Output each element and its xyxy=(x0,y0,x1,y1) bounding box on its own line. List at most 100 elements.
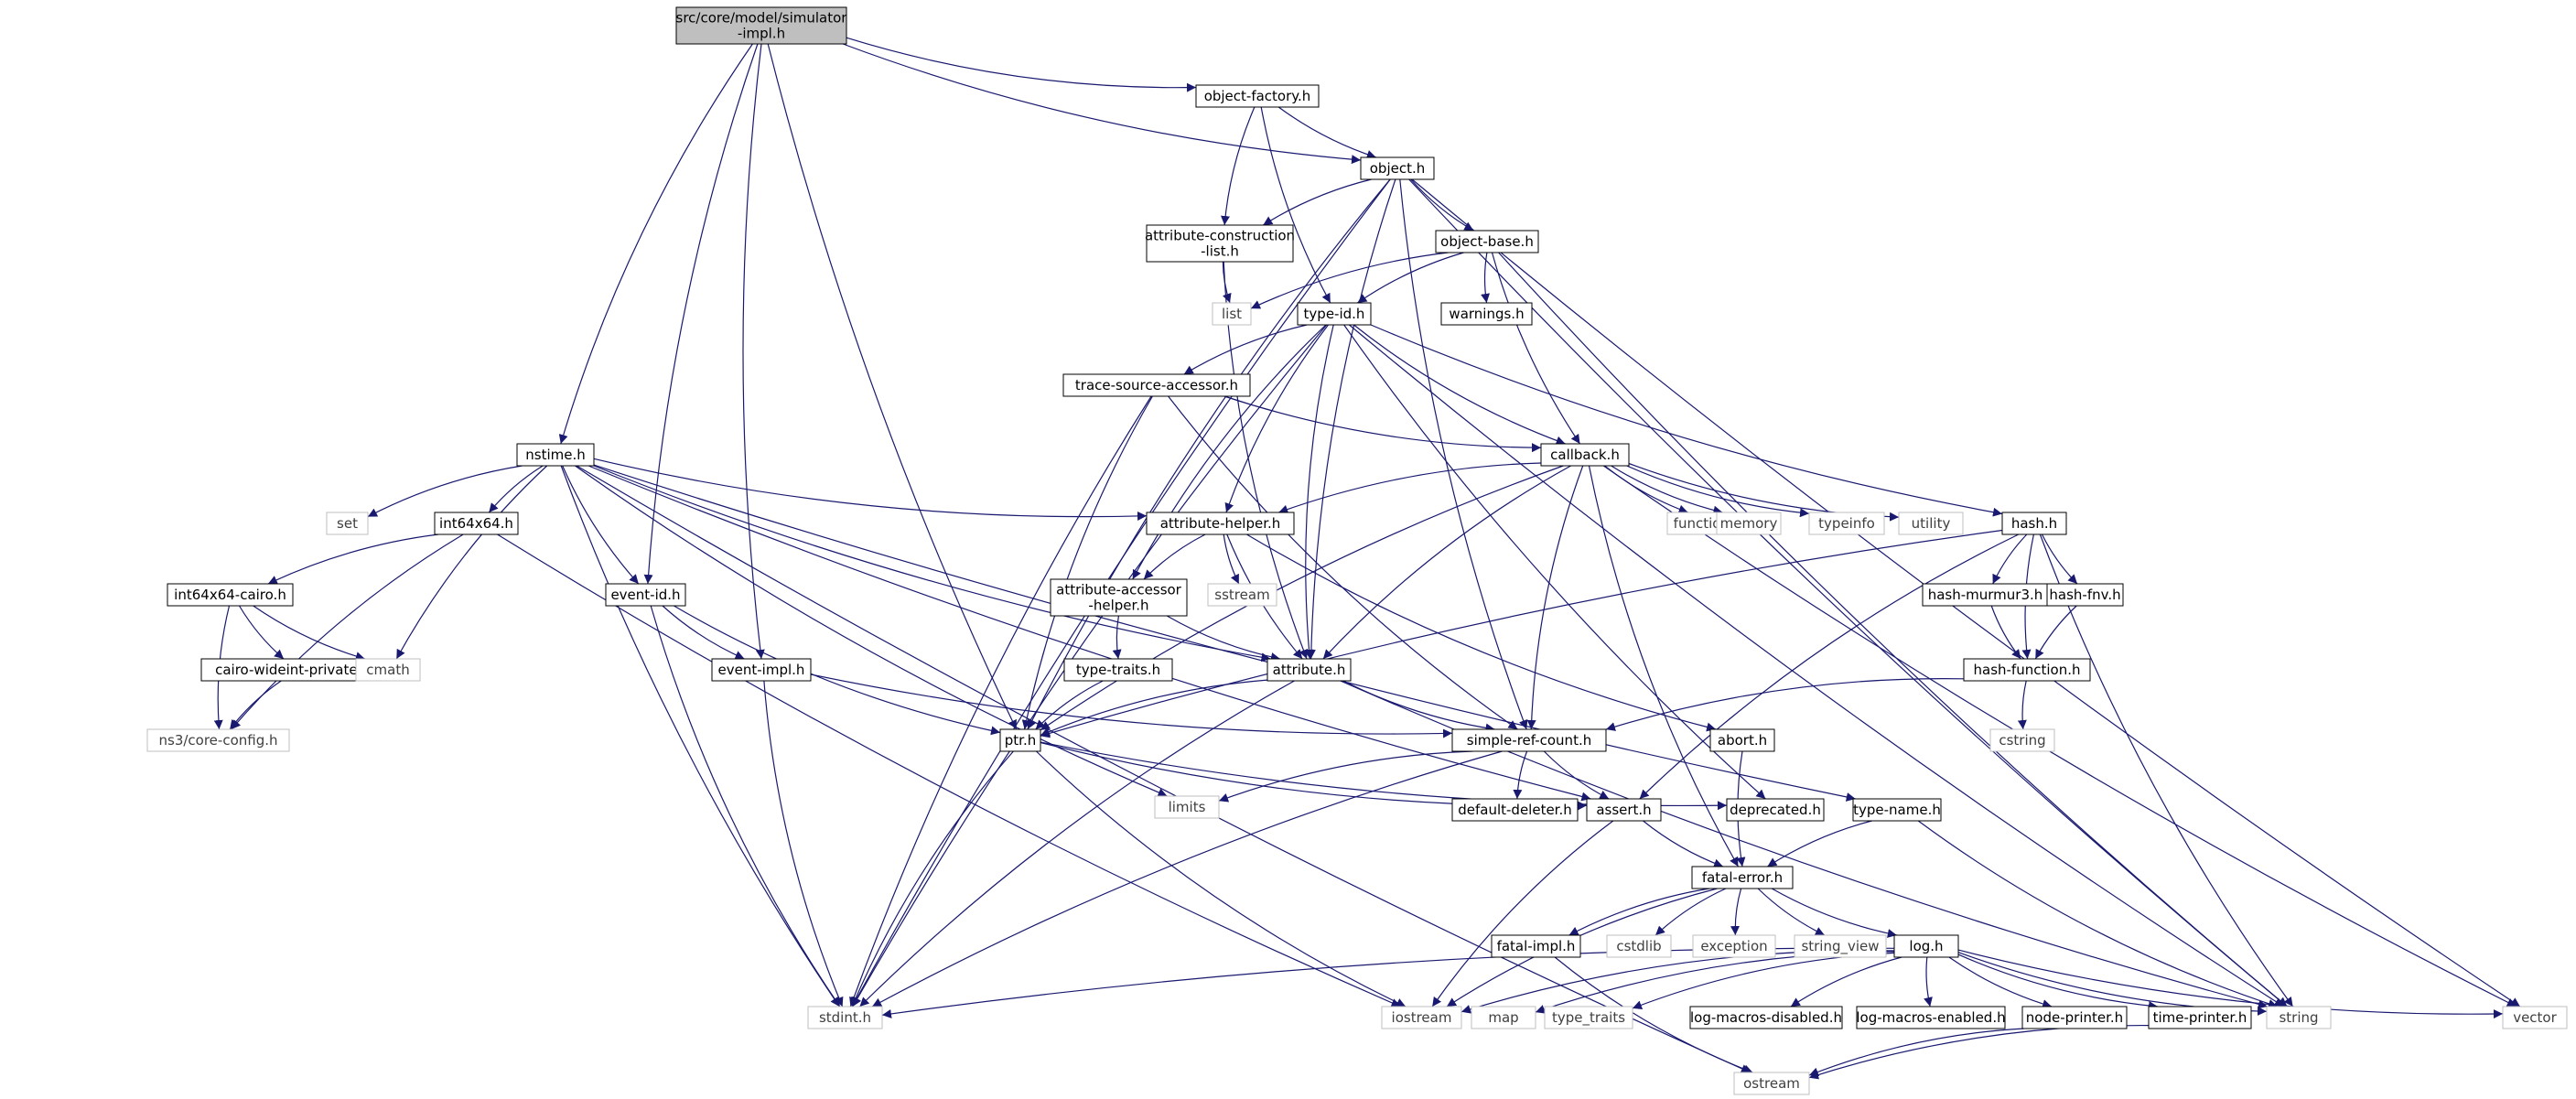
node-hash-murmur3[interactable]: hash-murmur3.h xyxy=(1922,583,2049,607)
edge-event-id-to-stdint xyxy=(650,605,841,1007)
edge-object-to-string xyxy=(1408,178,2288,1007)
edge-attribute-helper-to-attr-accessor xyxy=(1143,533,1206,580)
node-label-nstime: nstime.h xyxy=(525,447,586,463)
node-root[interactable]: src/core/model/simulator-impl.h xyxy=(675,6,848,45)
edge-trace-source-to-simple-ref-count xyxy=(1168,395,1518,730)
node-box-stdint xyxy=(807,1006,883,1029)
node-assert[interactable]: assert.h xyxy=(1586,798,1662,822)
edge-log-to-stdint xyxy=(881,947,1895,1018)
edge-root-to-nstime xyxy=(558,43,753,445)
node-ns3-core-config: ns3/core-config.h xyxy=(146,728,290,752)
edge-root-to-event-id xyxy=(643,43,759,585)
node-label-string: string xyxy=(2279,1009,2318,1026)
edge-type-id-to-callback xyxy=(1353,324,1566,446)
node-fatal-error[interactable]: fatal-error.h xyxy=(1691,866,1794,889)
edge-int64x64-to-ns3-core-config xyxy=(231,533,464,730)
node-default-deleter[interactable]: default-deleter.h xyxy=(1451,798,1579,822)
edge-object-to-attribute xyxy=(1306,178,1396,660)
node-box-object-factory xyxy=(1195,84,1320,108)
edge-object-base-to-type-id xyxy=(1357,252,1464,304)
node-box-hash xyxy=(2001,512,2067,535)
edge-callback-to-functional xyxy=(1604,465,1688,514)
edge-object-factory-to-type-id xyxy=(1260,106,1331,304)
node-label-sstream: sstream xyxy=(1214,587,1269,603)
node-object-factory[interactable]: object-factory.h xyxy=(1195,84,1320,108)
edge-attr-accessor-to-type-traits xyxy=(1112,615,1122,660)
node-fatal-impl[interactable]: fatal-impl.h xyxy=(1491,934,1581,958)
node-box-node-printer xyxy=(2021,1006,2128,1029)
node-label-node-printer: node-printer.h xyxy=(2026,1009,2123,1026)
node-attr-construction[interactable]: attribute-construction-list.h xyxy=(1145,224,1295,263)
edge-object-to-object-base xyxy=(1410,178,1474,232)
node-abort[interactable]: abort.h xyxy=(1709,728,1775,752)
edge-nstime-to-assert xyxy=(587,465,1591,802)
node-label-type-traits: type-traits.h xyxy=(1076,662,1160,678)
node-attribute[interactable]: attribute.h xyxy=(1266,658,1352,682)
node-warnings[interactable]: warnings.h xyxy=(1440,302,1533,326)
edge-root-to-object-factory xyxy=(846,37,1197,92)
edge-callback-to-fatal-error xyxy=(1588,465,1740,867)
node-attr-accessor[interactable]: attribute-accessor-helper.h xyxy=(1050,578,1188,617)
node-label-cairo-wideint: cairo-wideint-private.h xyxy=(215,662,371,678)
node-event-id[interactable]: event-id.h xyxy=(605,583,686,607)
edge-callback-to-attribute xyxy=(1322,465,1571,660)
edge-log-to-time-printer xyxy=(1957,954,2159,1011)
node-log-macros-enabled[interactable]: log-macros-enabled.h xyxy=(1856,1006,2006,1029)
edge-callback-to-vector xyxy=(1602,465,2517,1007)
node-simple-ref-count[interactable]: simple-ref-count.h xyxy=(1451,728,1607,752)
node-log-macros-disabled[interactable]: log-macros-disabled.h xyxy=(1689,1006,1843,1029)
edge-object-to-vector xyxy=(1411,178,2521,1007)
node-hash-fnv[interactable]: hash-fnv.h xyxy=(2046,583,2124,607)
node-box-map xyxy=(1471,1006,1536,1029)
node-ptr[interactable]: ptr.h xyxy=(999,728,1041,752)
node-label-object: object.h xyxy=(1370,160,1426,177)
node-cstring: cstring xyxy=(1989,728,2055,752)
node-box-type-traits-std xyxy=(1544,1006,1633,1029)
node-hash[interactable]: hash.h xyxy=(2001,512,2067,535)
edge-time-printer-to-ostream xyxy=(1808,1024,2150,1080)
node-label-root: src/core/model/simulator xyxy=(676,10,848,27)
node-trace-source[interactable]: trace-source-accessor.h xyxy=(1062,373,1251,397)
node-box-object xyxy=(1360,156,1435,180)
node-box-hash-function xyxy=(1963,658,2091,682)
node-cairo-wideint[interactable]: cairo-wideint-private.h xyxy=(200,658,385,682)
node-callback[interactable]: callback.h xyxy=(1540,443,1630,467)
node-label-hash-murmur3: hash-murmur3.h xyxy=(1928,587,2043,603)
node-label-hash-function: hash-function.h xyxy=(1974,662,2081,678)
edge-type-id-to-stdint xyxy=(852,324,1328,1007)
node-set: set xyxy=(326,512,369,535)
node-box-log-macros-disabled xyxy=(1689,1006,1843,1029)
node-time-printer[interactable]: time-printer.h xyxy=(2148,1006,2252,1029)
node-label-log-macros-enabled: log-macros-enabled.h xyxy=(1856,1009,2005,1026)
edge-nstime-to-set xyxy=(367,465,523,518)
edge-fatal-error-to-log xyxy=(1771,888,1897,938)
node-log[interactable]: log.h xyxy=(1893,934,1959,958)
edge-assert-to-fatal-error xyxy=(1643,820,1724,868)
node-label-int64x64-cairo: int64x64-cairo.h xyxy=(174,587,286,603)
node-node-printer[interactable]: node-printer.h xyxy=(2021,1006,2128,1029)
node-nstime[interactable]: nstime.h xyxy=(516,443,595,467)
edge-nstime-to-stdint xyxy=(560,465,840,1007)
node-box-event-id xyxy=(605,583,686,607)
node-type-traits[interactable]: type-traits.h xyxy=(1063,658,1173,682)
node-box-memory xyxy=(1716,512,1782,535)
node-object-base[interactable]: object-base.h xyxy=(1435,230,1539,253)
node-attribute-helper[interactable]: attribute-helper.h xyxy=(1146,512,1295,535)
node-deprecated[interactable]: deprecated.h xyxy=(1726,798,1825,822)
node-box-type-traits xyxy=(1063,658,1173,682)
edge-hash-to-ptr xyxy=(1040,529,2003,738)
node-object[interactable]: object.h xyxy=(1360,156,1435,180)
node-type-id[interactable]: type-id.h xyxy=(1297,302,1372,326)
edge-log-to-vector xyxy=(1957,949,2504,1019)
node-cstdlib: cstdlib xyxy=(1606,934,1672,958)
node-label-memory: memory xyxy=(1720,515,1778,532)
node-label-object-factory: object-factory.h xyxy=(1204,88,1311,104)
edge-nstime-to-int64x64 xyxy=(488,465,544,513)
node-type-name[interactable]: type-name.h xyxy=(1852,798,1942,822)
edge-object-base-to-callback xyxy=(1491,252,1580,445)
node-label-exception: exception xyxy=(1700,938,1767,954)
node-int64x64-cairo[interactable]: int64x64-cairo.h xyxy=(167,583,294,607)
node-int64x64[interactable]: int64x64.h xyxy=(434,512,519,535)
node-event-impl[interactable]: event-impl.h xyxy=(711,658,812,682)
node-hash-function[interactable]: hash-function.h xyxy=(1963,658,2091,682)
